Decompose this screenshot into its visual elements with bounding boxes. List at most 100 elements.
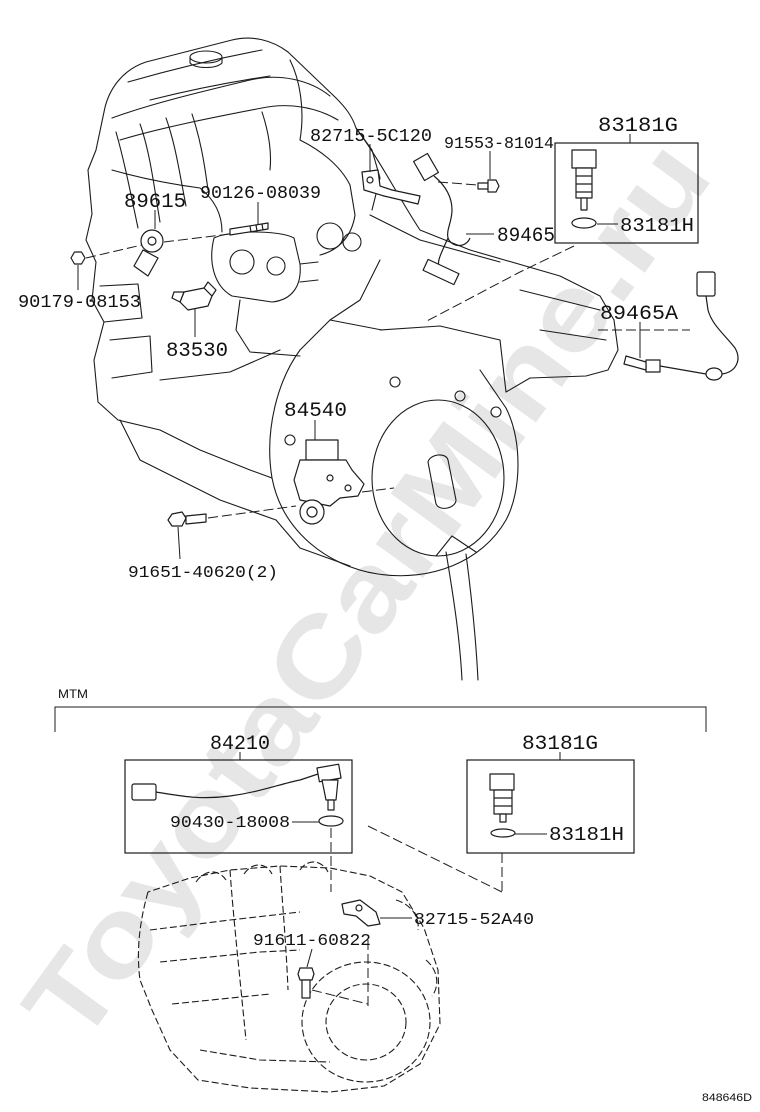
transaxle-case-line: [329, 319, 383, 331]
oil-pan-line: [275, 519, 351, 567]
mtm-section-label: MTM: [58, 687, 88, 701]
leader-line: [177, 526, 181, 560]
intake-runner: [115, 131, 139, 229]
engine-boss: [342, 232, 362, 252]
o-ring-83181h: [490, 828, 516, 838]
alignment-line: [207, 505, 297, 519]
bolt-91611-60822-shank: [301, 979, 311, 999]
nut-90179-08153: [70, 251, 86, 265]
callout-89465a: 89465A: [600, 303, 678, 326]
head-cover-ridge: [127, 49, 263, 83]
alignment-line: [367, 825, 503, 893]
oil-pressure-switch-thread: [171, 291, 185, 303]
engine-boss: [316, 222, 344, 250]
engine-transaxle-outline: [85, 37, 619, 681]
intake-runner: [191, 113, 209, 191]
stud-thread: [249, 223, 264, 233]
callout-82715-52a40: 82715-52A40: [414, 911, 534, 930]
case-bolt: [389, 376, 401, 388]
sensor-89465a-nut: [645, 359, 661, 373]
head-cover-ridge: [149, 75, 271, 101]
sensor-89465a-grommet: [705, 367, 723, 381]
upper-leader-lines: [77, 134, 641, 560]
callout-83181g: 83181G: [522, 733, 598, 756]
head-cover-outline: [103, 37, 357, 129]
alignment-line: [424, 245, 575, 323]
bell-housing-outline: [269, 349, 519, 577]
mtm-section-bracket: [54, 706, 707, 732]
oil-pressure-switch-terminal: [203, 281, 217, 297]
sensor-89465a-wire: [659, 365, 707, 375]
callout-91611-60822: 91611-60822: [253, 932, 371, 951]
sensor-84210-wire: [155, 773, 319, 799]
callout-90430-18008: 90430-18008: [170, 814, 290, 833]
callout-90179-08153: 90179-08153: [18, 293, 141, 313]
engine-left-outline: [85, 111, 161, 431]
mtm-group-boxes: [124, 759, 635, 854]
callout-89615: 89615: [124, 191, 186, 214]
mtm-alignment-lines: [311, 825, 503, 1008]
mtm-case-rib: [395, 899, 438, 997]
bolt-91651-40620-head: [167, 511, 187, 527]
leader-line: [306, 948, 313, 968]
speed-sensor-83181g-body: [493, 789, 513, 815]
group-box-84210: [124, 759, 353, 854]
callout-83181h: 83181H: [620, 215, 694, 237]
engine-rib: [261, 111, 272, 171]
group-box: [554, 142, 699, 244]
engine-middle-line: [235, 299, 301, 357]
transaxle-case-line: [299, 259, 381, 351]
o-ring-83181h: [571, 217, 597, 229]
engine-mount-bracket: [109, 335, 153, 379]
alignment-line: [311, 989, 369, 1005]
speed-sensor-83181g-ribs: [494, 797, 512, 807]
sensor-89465-connector: [412, 152, 440, 182]
throttle-body-port: [229, 249, 255, 275]
intake-runner: [165, 117, 187, 207]
oil-pan-line: [119, 419, 277, 521]
sensor-89465-body: [422, 258, 460, 286]
upper-83181g-parts: [571, 149, 597, 229]
callout-83181g: 83181G: [598, 115, 678, 138]
callout-83181h: 83181H: [549, 824, 624, 846]
alignment-line: [361, 487, 395, 493]
throttle-body-port: [266, 256, 286, 276]
upper-callouts: 82715-5C120 91553-81014 83181G 83181H 90…: [18, 115, 694, 583]
sensor-84210-body: [321, 779, 339, 801]
callout-90126-08039: 90126-08039: [200, 184, 321, 204]
alignment-line: [85, 243, 147, 259]
bolt-91611-60822-head: [297, 967, 315, 981]
stud-90126-08039: [229, 222, 269, 236]
case-bolt: [490, 406, 502, 418]
mtm-callouts: 84210 90430-18008 83181G 83181H 82715-52…: [170, 733, 624, 951]
transaxle-case-line: [519, 289, 601, 311]
sensor-89465a-wire: [705, 295, 739, 375]
transaxle-case-right-end: [505, 319, 619, 393]
throttle-body-pipe: [299, 261, 319, 283]
bell-housing-ring: [371, 399, 505, 557]
sensor-89465a-tip: [623, 355, 647, 371]
direction-arrow-head: [435, 535, 477, 557]
sensor-84210-stem: [327, 799, 335, 811]
callout-89465: 89465: [497, 225, 555, 248]
engine-rib: [289, 59, 303, 141]
upper-parts: [70, 152, 739, 527]
speed-sensor-83181g-stem: [499, 813, 507, 823]
intake-runner: [139, 123, 161, 223]
section-bracket-line: [54, 706, 707, 732]
mtm-case-line: [149, 911, 301, 931]
speed-sensor-83181g-connector: [489, 773, 515, 791]
mtm-case-rib: [195, 861, 329, 883]
clamp-hole: [355, 904, 363, 912]
oil-filler-cap-side: [189, 56, 223, 69]
bracket-hole: [366, 176, 374, 184]
throttle-body-outline: [211, 231, 301, 303]
mtm-bell-housing-inner: [325, 983, 407, 1061]
alignment-line: [163, 233, 231, 243]
washer-90430-18008: [318, 815, 344, 827]
switch-84540-hole: [344, 484, 352, 492]
sensor-89465a-connector: [696, 271, 716, 297]
mtm-transaxle-outline: [137, 861, 441, 1093]
mtm-case-line: [279, 865, 289, 991]
bell-housing-slot: [427, 454, 457, 509]
